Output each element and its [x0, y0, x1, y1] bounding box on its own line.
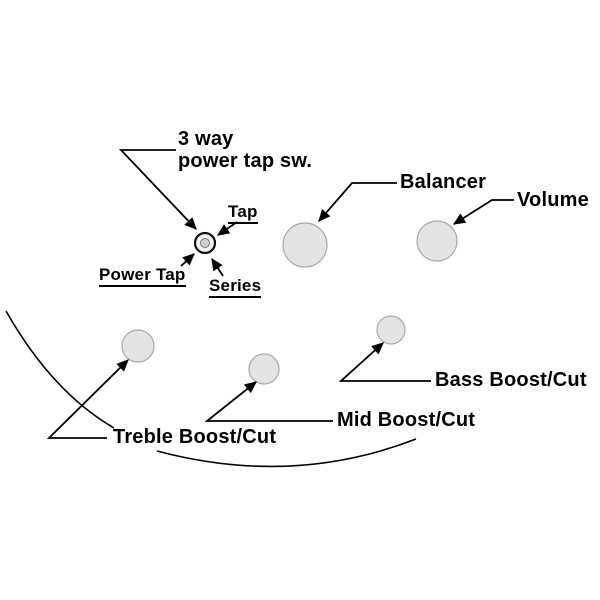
switch-title-label: 3 way power tap sw.: [178, 128, 312, 173]
leader-line-switch-title: [118, 149, 197, 230]
leader-arrow-power-tap: [180, 253, 195, 267]
volume-label: Volume: [517, 189, 589, 211]
balancer-label: Balancer: [400, 171, 487, 193]
leader-line-bass: [338, 342, 431, 382]
leader-arrow-series: [211, 257, 224, 277]
switch-position-power-tap-label: Power Tap: [99, 265, 186, 288]
bass-knob: [376, 315, 406, 345]
leader-line-volume: [452, 199, 514, 225]
bass-boost-cut-label: Bass Boost/Cut: [435, 369, 587, 391]
body-outline-bottom-curve: [156, 438, 417, 468]
leader-line-treble: [46, 359, 129, 439]
switch-position-tap-label: Tap: [228, 202, 258, 225]
treble-knob: [121, 329, 155, 363]
treble-boost-cut-label: Treble Boost/Cut: [113, 426, 277, 448]
leader-line-balancer: [318, 182, 397, 222]
volume-knob: [416, 220, 458, 262]
leader-arrow-tap: [216, 221, 238, 236]
power-tap-switch: [193, 231, 217, 255]
switch-title-line2: power tap sw.: [178, 150, 313, 173]
switch-title-line1: 3 way: [178, 128, 234, 150]
mid-boost-cut-label: Mid Boost/Cut: [337, 409, 476, 431]
body-outline-upper-left-curve: [5, 310, 115, 429]
switch-position-series-label: Series: [209, 276, 262, 299]
balancer-knob: [282, 222, 328, 268]
leader-line-mid: [204, 381, 333, 422]
mid-knob: [248, 353, 280, 385]
